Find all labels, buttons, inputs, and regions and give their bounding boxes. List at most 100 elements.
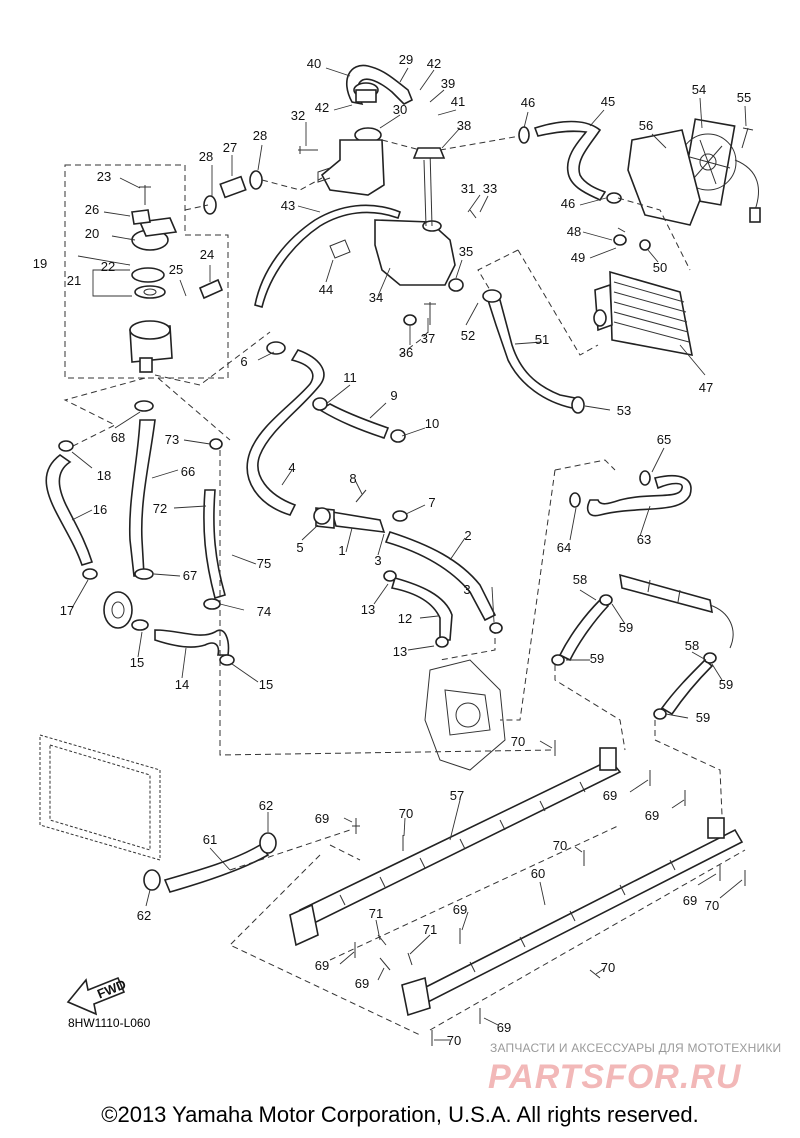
- hose-45: [533, 120, 607, 202]
- part-label-69: 69: [683, 893, 697, 908]
- part-label-50: 50: [653, 260, 667, 275]
- pipe-60: [401, 817, 744, 1017]
- part-label-27: 27: [223, 140, 237, 155]
- part-label-30: 30: [393, 102, 407, 117]
- bracket-26: [131, 209, 151, 225]
- part-label-46: 46: [561, 196, 575, 211]
- filler-neck: [320, 139, 385, 196]
- part-label-65: 65: [657, 432, 671, 447]
- part-label-13: 13: [361, 602, 375, 617]
- part-label-70: 70: [553, 838, 567, 853]
- hose-12: [390, 577, 453, 641]
- fwd-arrow-icon: [66, 976, 126, 1016]
- hose-51: [486, 299, 577, 409]
- part-label-69: 69: [603, 788, 617, 803]
- hose-9: [318, 403, 390, 439]
- hose-58-lower: [660, 658, 714, 716]
- part-label-44: 44: [319, 282, 333, 297]
- fitting-38: [412, 147, 446, 159]
- part-label-26: 26: [85, 202, 99, 217]
- part-label-54: 54: [692, 82, 706, 97]
- hose-63: [586, 474, 692, 517]
- part-label-14: 14: [175, 677, 189, 692]
- engine-water-pump-housing: [424, 659, 506, 771]
- bolts: [298, 127, 754, 503]
- pipe-57: [289, 747, 622, 947]
- part-label-1: 1: [338, 543, 345, 558]
- radiator-cap-30: [353, 82, 382, 143]
- part-label-24: 24: [200, 247, 214, 262]
- part-label-11: 11: [343, 370, 357, 385]
- part-label-31: 31: [461, 181, 475, 196]
- leader-lines: [71, 67, 747, 1041]
- hose-4: [246, 349, 325, 516]
- part-label-15: 15: [130, 655, 144, 670]
- water-pump: [103, 591, 133, 629]
- part-label-17: 17: [60, 603, 74, 618]
- radiator-47: [593, 270, 694, 357]
- watermark-tagline: ЗАПЧАСТИ И АКСЕССУАРЫ ДЛЯ МОТОТЕХНИКИ: [490, 1041, 782, 1055]
- part-label-70: 70: [511, 734, 525, 749]
- hose-61: [163, 843, 270, 893]
- part-label-48: 48: [567, 224, 581, 239]
- part-label-59: 59: [590, 651, 604, 666]
- gasket-22: [131, 267, 165, 283]
- part-label-28: 28: [199, 149, 213, 164]
- part-label-12: 12: [398, 611, 412, 626]
- part-label-69: 69: [453, 902, 467, 917]
- bolt-23: [139, 185, 151, 205]
- part-label-69: 69: [355, 976, 369, 991]
- part-label-70: 70: [705, 898, 719, 913]
- rivets-69-70-71: [352, 740, 746, 1046]
- part-label-7: 7: [428, 495, 435, 510]
- part-label-58: 58: [685, 638, 699, 653]
- hose-66: [128, 419, 156, 577]
- hose-18-16: [45, 454, 94, 566]
- part-label-8: 8: [349, 471, 356, 486]
- part-label-28: 28: [253, 128, 267, 143]
- part-label-62: 62: [259, 798, 273, 813]
- part-label-72: 72: [153, 501, 167, 516]
- part-label-35: 35: [459, 244, 473, 259]
- part-label-71: 71: [423, 922, 437, 937]
- hose-14: [154, 629, 230, 656]
- part-label-75: 75: [257, 556, 271, 571]
- part-label-19: 19: [33, 256, 47, 271]
- part-label-3: 3: [374, 553, 381, 568]
- part-label-13: 13: [393, 644, 407, 659]
- fan-shroud-56: [627, 129, 701, 226]
- part-label-36: 36: [399, 345, 413, 360]
- part-label-47: 47: [699, 380, 713, 395]
- part-label-43: 43: [281, 198, 295, 213]
- part-label-49: 49: [571, 250, 585, 265]
- part-label-42: 42: [315, 100, 329, 115]
- part-label-63: 63: [637, 532, 651, 547]
- part-label-51: 51: [535, 332, 549, 347]
- radiator-outline-left: [39, 734, 161, 861]
- part-label-73: 73: [165, 432, 179, 447]
- part-label-60: 60: [531, 866, 545, 881]
- part-label-57: 57: [450, 788, 464, 803]
- part-label-59: 59: [696, 710, 710, 725]
- part-label-45: 45: [601, 94, 615, 109]
- part-label-15: 15: [259, 677, 273, 692]
- part-label-55: 55: [737, 90, 751, 105]
- part-label-18: 18: [97, 468, 111, 483]
- part-label-40: 40: [307, 56, 321, 71]
- part-label-66: 66: [181, 464, 195, 479]
- part-label-70: 70: [601, 960, 615, 975]
- part-label-21: 21: [67, 273, 81, 288]
- part-label-39: 39: [441, 76, 455, 91]
- part-label-67: 67: [183, 568, 197, 583]
- part-label-69: 69: [315, 958, 329, 973]
- part-label-37: 37: [421, 331, 435, 346]
- part-label-9: 9: [390, 388, 397, 403]
- part-label-69: 69: [645, 808, 659, 823]
- cooler-pipe: [619, 573, 734, 649]
- part-label-62: 62: [137, 908, 151, 923]
- part-label-74: 74: [257, 604, 271, 619]
- part-label-53: 53: [617, 403, 631, 418]
- part-label-4: 4: [288, 460, 295, 475]
- part-label-59: 59: [619, 620, 633, 635]
- part-label-29: 29: [399, 52, 413, 67]
